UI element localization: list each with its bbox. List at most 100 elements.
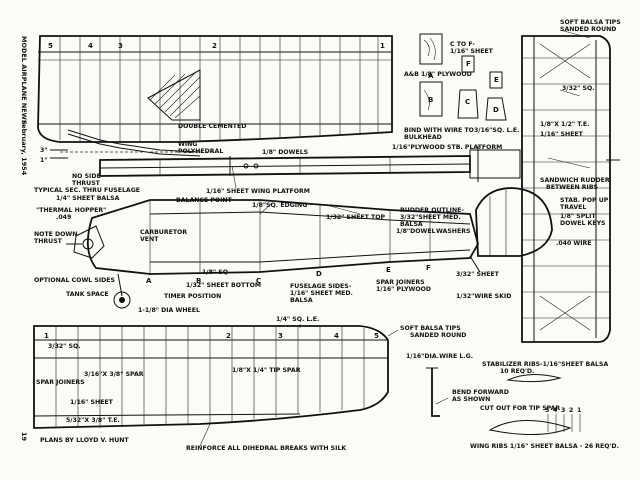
label-wing-ribs: WING RIBS 1/16" SHEET BALSA - 26 REQ'D. (470, 443, 619, 450)
fus-station-d: D (316, 270, 322, 278)
label-req-10: 10 REQ'D. (500, 368, 534, 375)
label-quarter-sheet-balsa: 1/4" SHEET BALSA (56, 195, 120, 202)
label-soft-balsa-tips-top: SOFT BALSA TIPS (560, 19, 621, 26)
label-wire-040: .040 WIRE (556, 240, 592, 247)
label-between-ribs: BETWEEN RIBS (546, 184, 598, 191)
label-sanded-round-bot: SANDED ROUND (410, 332, 466, 339)
label-wheel: 1-1/8" DIA WHEEL (138, 307, 200, 314)
label-stab-popup: STAB. POP UP (560, 197, 609, 204)
label-timer: TIMER POSITION (164, 293, 221, 300)
fuselage-side-view (66, 187, 553, 309)
label-wing-platform: 1/16" SHEET WING PLATFORM (206, 188, 310, 195)
label-no-side: NO SIDE (72, 173, 101, 180)
wing-dihedral-view (50, 129, 220, 159)
label-bulkhead: BULKHEAD (404, 134, 442, 141)
label-fuselage-sides-3: BALSA (290, 297, 313, 304)
label-3-32-sq-bot: 3/32" SQ. (48, 343, 81, 350)
label-049: .049 (56, 214, 71, 221)
part-letter-a: A (428, 72, 434, 80)
label-dim-3: 3" (40, 147, 48, 154)
label-bend-forward: BEND FORWARD (452, 389, 509, 396)
label-wire-skid: 1/32"WIRE SKID (456, 293, 511, 300)
parts-templates: A B C D E F (419, 33, 507, 121)
label-te-right: 1/8"X 1/2" T.E. (540, 121, 589, 128)
bot-station-1: 1 (44, 332, 49, 340)
part-letter-b: B (428, 96, 433, 104)
label-as-shown: AS SHOWN (452, 396, 490, 403)
label-thrust-2: THRUST (34, 238, 63, 245)
top-station-2: 2 (212, 42, 217, 50)
label-double-cemented: DOUBLE CEMENTED (178, 123, 246, 130)
top-station-1: 1 (380, 42, 385, 50)
label-rudder-outline: RUDDER OUTLINE- (400, 207, 464, 214)
label-sandwich-rudder: SANDWICH RUDDER (540, 177, 610, 184)
top-station-4: 4 (88, 42, 93, 50)
landing-gear-detail (426, 367, 440, 417)
fus-station-a: A (146, 277, 152, 285)
rib-num-4: 4 (553, 407, 558, 414)
label-carburetor: CARBURETOR (140, 229, 187, 236)
label-split: 1/8" SPLIT (560, 213, 596, 220)
bot-station-3: 3 (278, 332, 283, 340)
page-number: 19 (20, 432, 28, 442)
fus-station-e: E (386, 266, 391, 274)
label-stb-platform: 1/16"PLYWOOD STB. PLATFORM (392, 144, 502, 151)
label-sanded-round-top: SANDED ROUND (560, 26, 616, 33)
label-rudder-sheet: 3/32"SHEET MED. (400, 214, 461, 221)
issue-date: February, 1954 (20, 120, 28, 176)
top-station-5: 5 (48, 42, 53, 50)
label-dim-1: 1" (40, 157, 48, 164)
label-3-32-sheet: 3/32" SHEET (456, 271, 500, 278)
label-tank-space: TANK SPACE (66, 291, 109, 298)
label-rudder-balsa: BALSA (400, 221, 423, 228)
rib-num-3: 3 (561, 407, 565, 414)
label-typical-sec: TYPICAL SEC. THRU FUSELAGE (34, 187, 140, 194)
top-station-3: 3 (118, 42, 123, 50)
bot-station-4: 4 (334, 332, 339, 340)
label-edging: 1/8"SQ. EDGING (252, 202, 307, 209)
double-cemented-area (147, 69, 201, 121)
part-letter-d: D (493, 106, 499, 114)
label-reinforce: REINFORCE ALL DIHEDRAL BREAKS WITH SILK (186, 445, 346, 452)
annotations: SOFT BALSA TIPS SANDED ROUND C TO F- 1/1… (34, 19, 621, 452)
label-travel: TRAVEL (560, 204, 586, 211)
label-3-32-sq-right: 3/32" SQ. (562, 85, 595, 92)
label-le-bottom: 1/4" SQ. L.E. (276, 316, 319, 323)
label-spar-joiners-bot: SPAR JOINERS (36, 379, 85, 386)
fus-station-b: B (196, 277, 201, 285)
stabilizer-plan (521, 35, 611, 343)
part-letter-e: E (494, 76, 499, 84)
label-vent: VENT (140, 236, 159, 243)
label-balance-point: BALANCE POINT (176, 197, 233, 204)
fuselage-top-view (99, 146, 620, 182)
label-cut-out: CUT OUT FOR TIP SPAR (480, 405, 560, 412)
label-soft-balsa-tips-bot: SOFT BALSA TIPS (400, 325, 461, 332)
label-stab-ribs: STABILIZER RIBS-1/16"SHEET BALSA (482, 361, 608, 368)
top-wing-plan: 5 4 3 2 1 DOUBLE CEMENTED (37, 35, 393, 143)
part-letter-c: C (465, 98, 470, 106)
rib-num-2: 2 (569, 407, 573, 414)
label-spar-joiners-r2: 1/16" PLYWOOD (376, 286, 431, 293)
bottom-wing-plan: 1 2 3 4 5 (33, 325, 389, 429)
leader-lines (199, 29, 591, 447)
label-polyhedral: POLYHEDRAL (178, 148, 223, 155)
magazine-name: MODEL AIRPLANE NEWS (20, 36, 28, 125)
label-bind-wire: BIND WITH WIRE TO (404, 127, 474, 134)
margin-text: MODEL AIRPLANE NEWS February, 1954 19 (20, 36, 28, 442)
label-sheet-right: 1/16" SHEET (540, 131, 584, 138)
label-c-to-f-sheet: 1/16" SHEET (450, 48, 494, 55)
label-c-to-f: C TO F- (450, 41, 475, 48)
label-dowel-18: 1/8"DOWEL (396, 228, 436, 235)
label-sheet-top: 1/32" SHEET TOP (326, 214, 385, 221)
label-plans-by: PLANS BY LLOYD V. HUNT (40, 437, 129, 444)
label-sheet-bottom: 1/32" SHEET BOTTOM (186, 282, 261, 289)
label-optional-cowl: OPTIONAL COWL SIDES (34, 277, 115, 284)
label-te-bot: 5/32"X 3/8" T.E. (66, 417, 120, 424)
bottom-wing-ribs (55, 326, 365, 428)
label-thrust: THRUST (72, 180, 101, 187)
top-wing-ribs (59, 36, 379, 142)
label-spar-joiners-r: SPAR JOINERS (376, 279, 425, 286)
label-tip-spar: 1/8"X 1/4" TIP SPAR (232, 367, 301, 374)
